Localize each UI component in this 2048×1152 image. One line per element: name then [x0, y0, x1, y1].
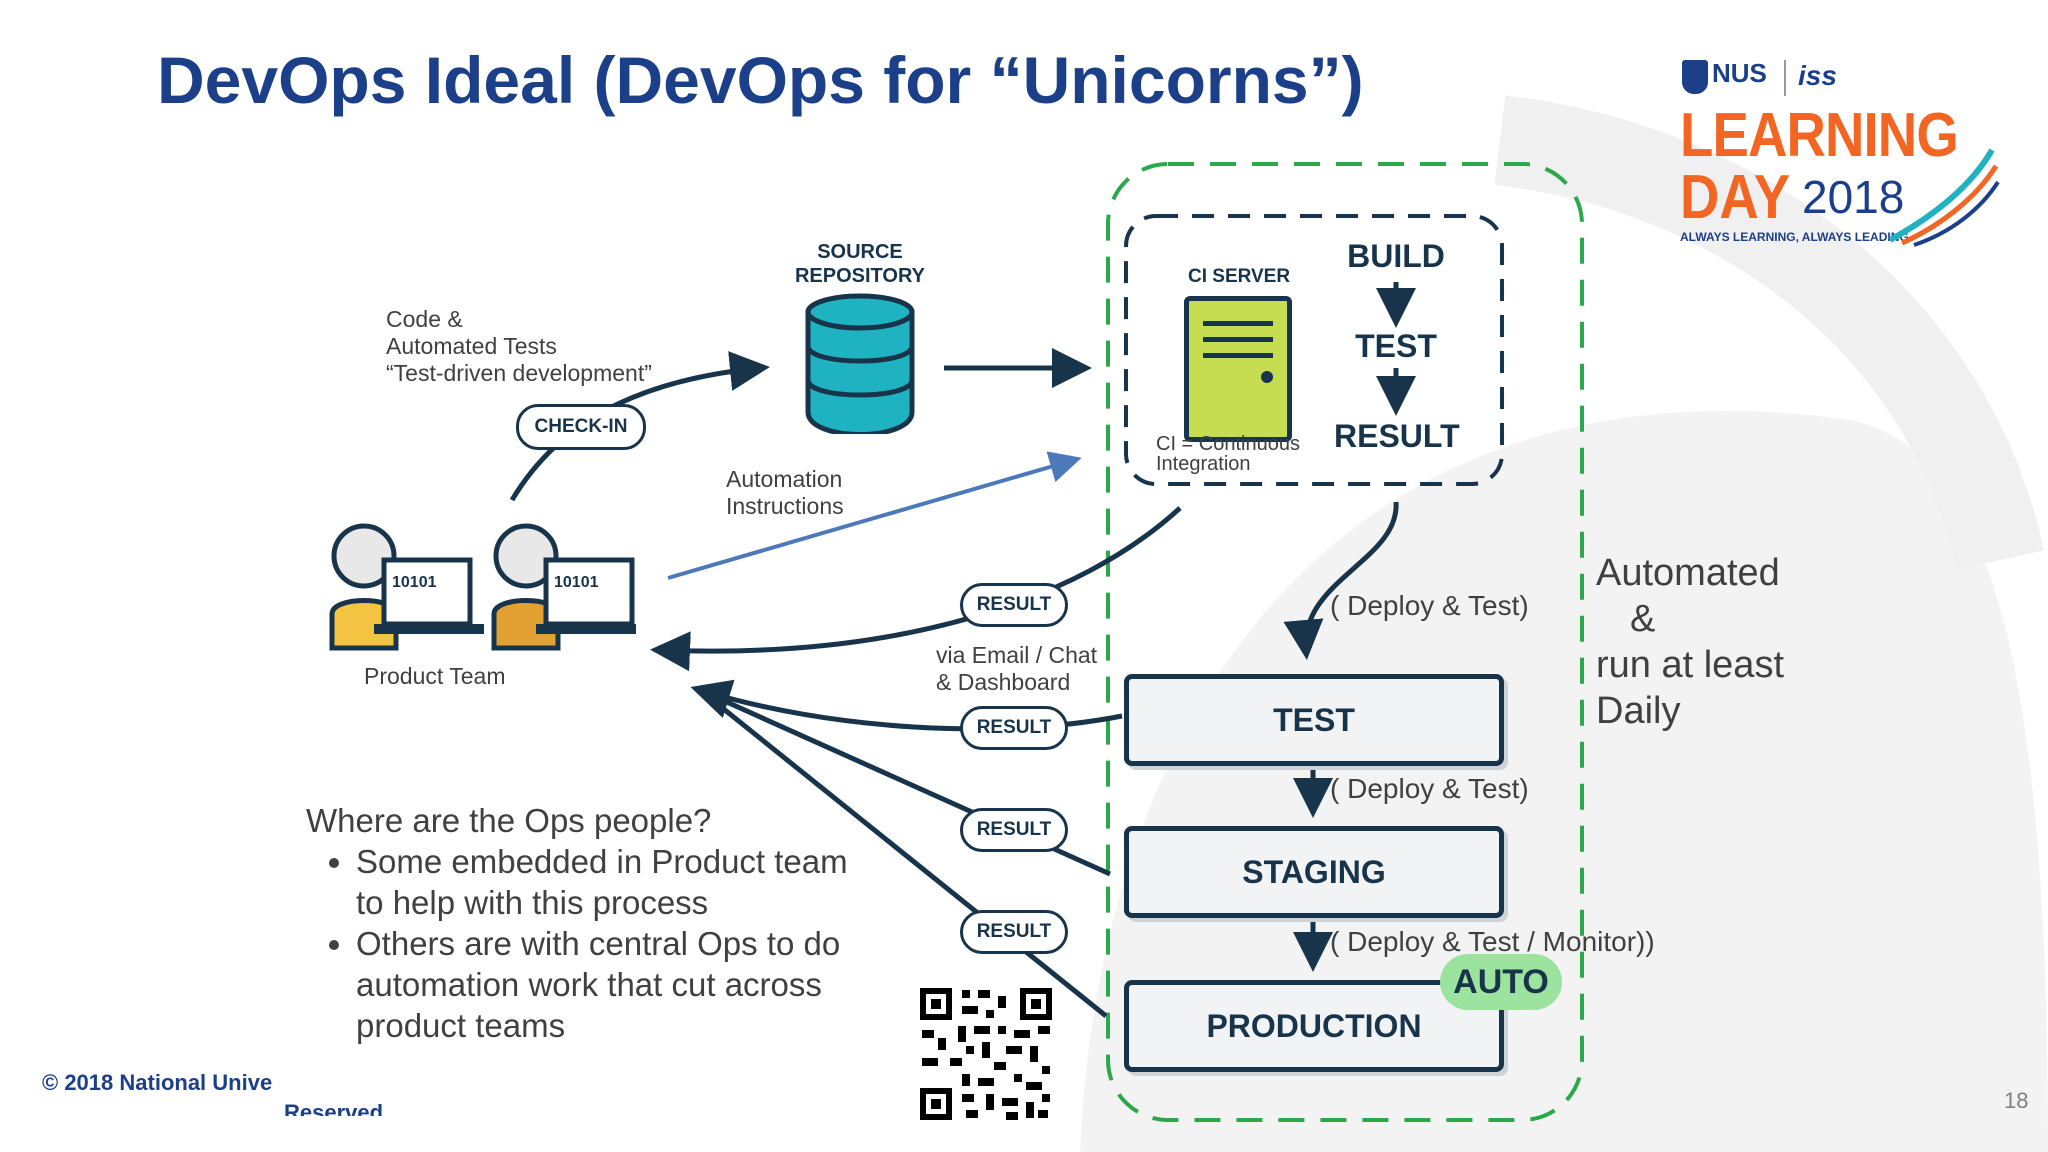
- stage-production-box: PRODUCTION: [1124, 980, 1504, 1072]
- binary-text-right: 10101: [554, 574, 599, 591]
- build-label: BUILD: [1347, 238, 1445, 274]
- result-step-label: RESULT: [1334, 418, 1460, 454]
- ci-server-icon: [1184, 296, 1292, 442]
- binary-text-left: 10101: [392, 574, 437, 591]
- logo-divider: [1784, 60, 1786, 96]
- test-result-arrow: [690, 679, 1123, 732]
- source-repository-label: SOURCE REPOSITORY: [780, 240, 940, 288]
- automation-note: Automation Instructions: [726, 466, 844, 520]
- nus-crest-icon: [1682, 60, 1708, 94]
- side-note-line4: Daily: [1596, 690, 1681, 732]
- deploy-test-label-2: ( Deploy & Test): [1330, 773, 1529, 804]
- logo-day: DAY: [1680, 163, 1791, 232]
- ops-point-2: Others are with central Ops to do automa…: [356, 923, 866, 1046]
- automation-boundary: [1106, 162, 1584, 1122]
- ops-question: Where are the Ops people?: [306, 802, 712, 839]
- result-pill-production: RESULT: [960, 910, 1068, 954]
- automation-note-line1: Automation: [726, 466, 843, 492]
- nus-wordmark: NUS: [1712, 58, 1767, 88]
- test-step-label: TEST: [1355, 328, 1437, 364]
- result-pill-staging: RESULT: [960, 808, 1068, 852]
- ops-note: Where are the Ops people? Some embedded …: [306, 800, 866, 1046]
- stage-test-box: TEST: [1124, 674, 1504, 766]
- iss-wordmark: iss: [1798, 60, 1837, 91]
- auto-badge: AUTO: [1440, 954, 1562, 1010]
- learning-day-logo: NUS iss LEARNING DAY 2018 ALWAYS LEARNIN…: [1680, 58, 2000, 248]
- page-number: 18: [2004, 1088, 2029, 1113]
- slide-title: DevOps Ideal (DevOps for “Unicorns”): [157, 43, 1364, 117]
- production-result-line: [698, 688, 1108, 1018]
- side-note-line1: Automated: [1596, 552, 1780, 594]
- ci-note-line1: CI = Continuous: [1156, 433, 1300, 455]
- code-note-line1: Code &: [386, 306, 463, 332]
- product-team-label: Product Team: [364, 663, 506, 689]
- source-repository-line1: SOURCE: [817, 241, 903, 263]
- ops-point-1: Some embedded in Product team to help wi…: [356, 841, 866, 923]
- ops-points-list: Some embedded in Product team to help wi…: [306, 841, 866, 1046]
- via-email-line1: via Email / Chat: [936, 642, 1098, 668]
- deploy-test-label-1: ( Deploy & Test): [1330, 590, 1529, 621]
- copyright-text-line2: Reserved.: [284, 1100, 390, 1116]
- logo-tagline: ALWAYS LEARNING, ALWAYS LEADING: [1680, 230, 1909, 244]
- via-email-line2: & Dashboard: [936, 669, 1071, 695]
- stage-staging-box: STAGING: [1124, 826, 1504, 918]
- copyright-text: © 2018 National Unive: [42, 1070, 273, 1095]
- logo-swoosh-icon: [1888, 148, 2000, 247]
- side-note: Automated & run at least Daily: [1596, 550, 1784, 734]
- result-pill-ci: RESULT: [960, 583, 1068, 627]
- ci-result-arrow: [650, 506, 1182, 672]
- result-pill-test: RESULT: [960, 706, 1068, 750]
- automation-instructions-arrow: [667, 451, 1082, 580]
- ci-note-line2: Integration: [1156, 453, 1251, 475]
- ci-to-test-arrow: [1283, 501, 1399, 660]
- code-note-line3: “Test-driven development”: [386, 360, 652, 386]
- ci-note: CI = Continuous Integration: [1156, 434, 1300, 474]
- logo-year: 2018: [1802, 171, 1905, 223]
- ci-server-label: CI SERVER: [1188, 266, 1291, 287]
- logo-learning: LEARNING: [1680, 101, 1959, 170]
- check-in-pill: CHECK-IN: [516, 404, 646, 450]
- code-note-line2: Automated Tests: [386, 333, 557, 359]
- database-icon: [805, 293, 915, 434]
- via-email-note: via Email / Chat & Dashboard: [936, 642, 1097, 696]
- side-note-line2: &: [1630, 598, 1656, 640]
- source-repository-line2: REPOSITORY: [794, 265, 926, 287]
- ci-boundary: [1124, 214, 1504, 486]
- automation-note-line2: Instructions: [726, 493, 844, 519]
- deploy-test-label-3: ( Deploy & Test / Monitor)): [1330, 926, 1655, 957]
- qr-code-icon[interactable]: [918, 986, 1054, 1122]
- side-note-line3: run at least: [1596, 644, 1784, 686]
- code-note: Code & Automated Tests “Test-driven deve…: [386, 306, 652, 387]
- product-team-icon: [329, 523, 636, 651]
